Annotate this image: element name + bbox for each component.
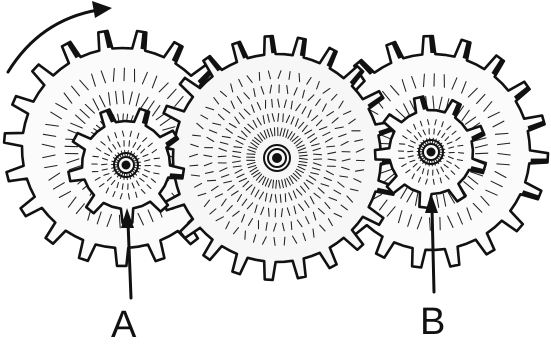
axle-icon (122, 161, 131, 170)
label-b: B (420, 301, 445, 343)
axle-icon (272, 153, 282, 163)
axle-icon (427, 148, 436, 157)
label-a: A (111, 304, 137, 345)
